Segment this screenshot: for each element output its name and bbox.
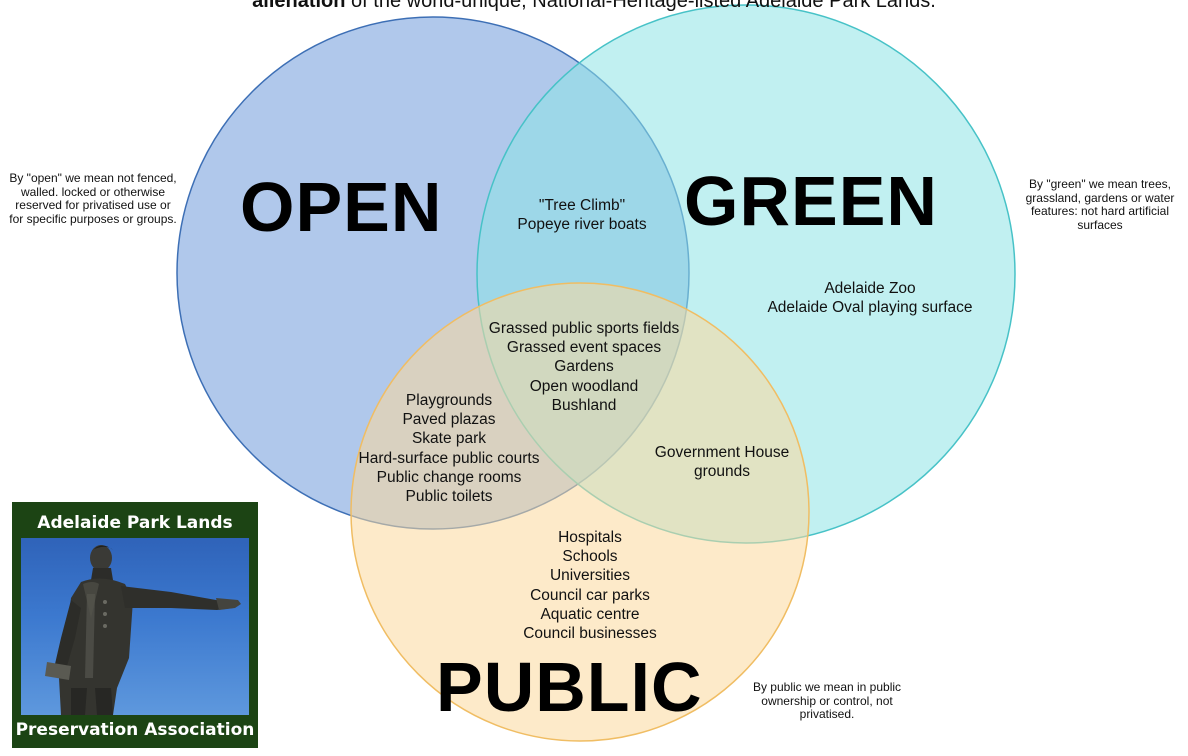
region-public-only: Hospitals Schools Universities Council c… [523,528,657,643]
public-definition-note: By public we mean in public ownership or… [752,680,902,722]
region-open-green: "Tree Climb" Popeye river boats [517,196,646,234]
logo-title: Adelaide Park Lands [37,513,233,533]
green-definition-note: By "green" we mean trees, grassland, gar… [1025,177,1175,232]
region-item: Adelaide Zoo [824,280,916,297]
statue-icon [45,545,241,715]
region-green-only: Adelaide Zoo Adelaide Oval playing surfa… [767,279,972,317]
region-item: Hospitals [558,529,622,546]
open-definition-note: By "open" we mean not fenced, walled. lo… [9,171,177,226]
region-item: Gardens [554,358,614,376]
region-item: Popeye river boats [517,216,647,234]
public-circle [350,282,810,742]
region-all-three: Grassed public sports fields Grassed eve… [489,319,679,415]
region-item: Bushland [551,396,617,414]
region-item: Playgrounds [405,392,493,409]
open-label: OPEN [240,168,443,246]
statue-photo [21,538,249,715]
region-item: Council car parks [530,586,650,604]
region-item: Public change rooms [376,468,522,486]
region-item: Government House [654,444,790,461]
region-item: Public toilets [405,488,493,506]
region-item: Open woodland [529,377,639,395]
region-open-public: Playgrounds Paved plazas Skate park Hard… [359,391,540,506]
header-rest: of the world-unique, National-Heritage-l… [345,0,936,12]
region-item: Council businesses [523,625,657,643]
region-item: Aquatic centre [540,605,640,623]
association-logo: Adelaide Park Lands P [12,502,258,748]
region-item: Grassed public sports fields [488,320,680,337]
region-item: Hard-surface public courts [358,449,540,467]
header-bold: alienation [252,0,346,12]
public-label: PUBLIC [436,648,703,726]
region-item: Adelaide Oval playing surface [767,299,973,317]
region-item: grounds [693,463,750,481]
region-item: Grassed event spaces [506,339,662,357]
region-item: Schools [562,548,618,566]
header-text: alienation of the world-unique, National… [0,0,1188,13]
region-green-public: Government House grounds [655,443,789,481]
logo-subtitle: Preservation Association [15,720,255,740]
region-item: "Tree Climb" [538,197,626,214]
region-item: Universities [549,567,631,585]
green-label: GREEN [684,162,938,240]
region-item: Paved plazas [402,411,496,429]
region-item: Skate park [411,430,487,448]
